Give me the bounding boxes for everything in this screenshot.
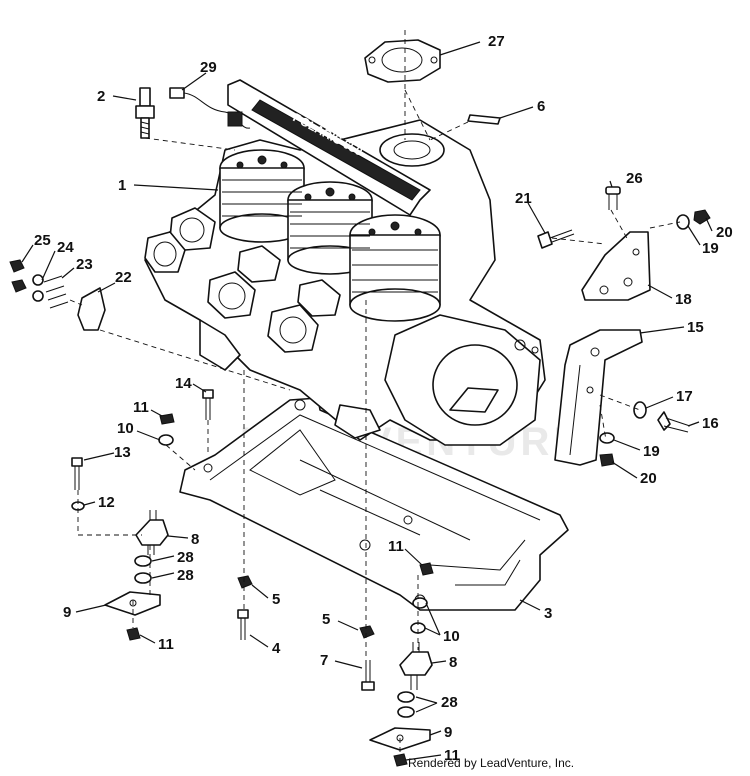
- callout-28a: 28: [177, 549, 194, 566]
- callout-20a: 20: [716, 224, 733, 241]
- callout-8a: 8: [191, 531, 199, 548]
- alignment-lines: [69, 30, 681, 754]
- callout-1: 1: [118, 177, 126, 194]
- callout-6: 6: [537, 98, 545, 115]
- engine-mounting-plate: [179, 397, 569, 611]
- callout-18: 18: [675, 291, 692, 308]
- callout-14: 14: [175, 375, 192, 392]
- callout-4: 4: [272, 640, 281, 657]
- dowel-pin: [467, 114, 501, 125]
- leader-lines: [21, 41, 713, 761]
- callout-25: 25: [34, 232, 51, 249]
- callout-11c: 11: [388, 538, 404, 555]
- callout-27: 27: [488, 33, 505, 50]
- callout-3: 3: [544, 605, 552, 622]
- callout-11a: 11: [133, 399, 149, 416]
- callout-10a: 10: [117, 420, 134, 437]
- engine-assembly: POLARIS 650: [144, 79, 546, 446]
- callout-23: 23: [76, 256, 93, 273]
- callout-22: 22: [115, 269, 132, 286]
- callout-5a: 5: [272, 591, 280, 608]
- callout-24: 24: [57, 239, 74, 256]
- callout-5b: 5: [322, 611, 330, 628]
- callout-20b: 20: [640, 470, 657, 487]
- callout-13: 13: [114, 444, 131, 461]
- head-gasket: [364, 39, 441, 83]
- fasteners: [9, 186, 711, 767]
- callout-19a: 19: [702, 240, 719, 257]
- callout-10b: 10: [443, 628, 460, 645]
- callout-15: 15: [687, 319, 704, 336]
- callout-11d: 11: [444, 747, 460, 764]
- callout-21: 21: [515, 190, 532, 207]
- callout-2: 2: [97, 88, 105, 105]
- callout-16: 16: [702, 415, 719, 432]
- bracket-upper: [581, 231, 651, 301]
- temperature-sensor: [169, 87, 251, 129]
- callout-28b: 28: [177, 567, 194, 584]
- callout-29: 29: [200, 59, 217, 76]
- callout-7: 7: [320, 652, 328, 669]
- render-credit: Rendered by LeadVenture, Inc.: [408, 756, 575, 770]
- callout-8b: 8: [449, 654, 457, 671]
- callout-26: 26: [626, 170, 643, 187]
- callout-11b: 11: [158, 636, 174, 653]
- spark-plug: [135, 87, 155, 139]
- callout-labels: 1 2 3 4 5 5 6 7 8 8 9 9 10 10 11 11 11 1…: [34, 33, 733, 764]
- callout-19b: 19: [643, 443, 660, 460]
- callout-9a: 9: [63, 604, 71, 621]
- callout-12: 12: [98, 494, 115, 511]
- callout-17: 17: [676, 388, 693, 405]
- bracket-lower: [554, 329, 643, 466]
- callout-9b: 9: [444, 724, 452, 741]
- callout-28c: 28: [441, 694, 458, 711]
